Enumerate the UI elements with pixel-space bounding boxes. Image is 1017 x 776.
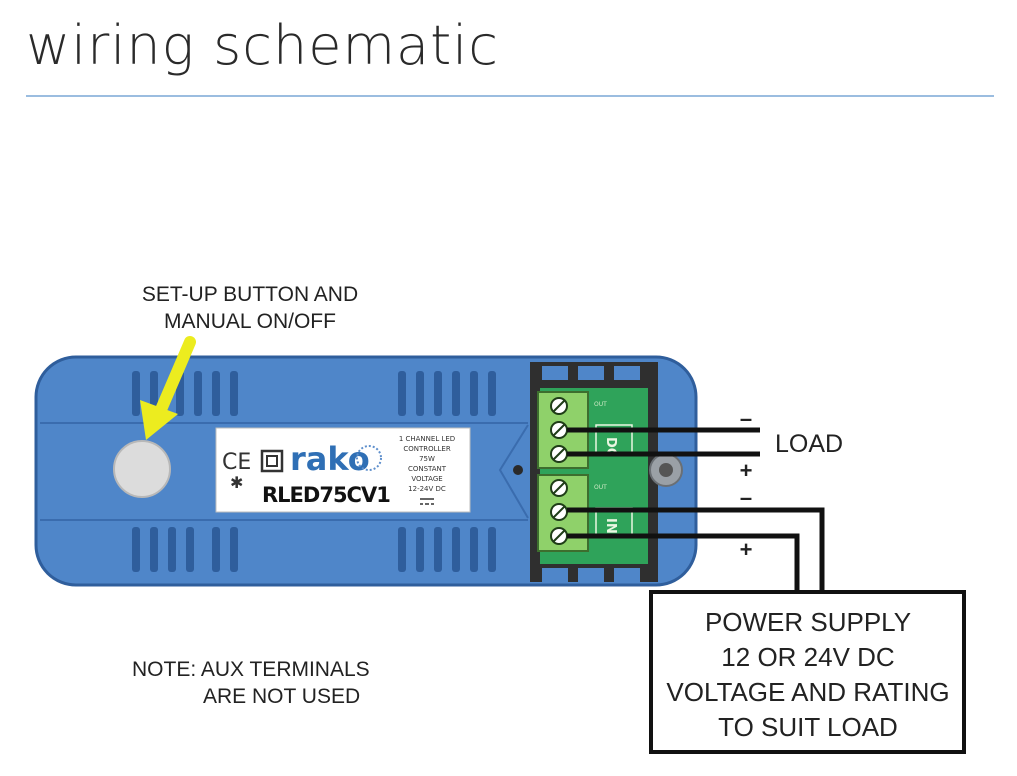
power-supply-line: POWER SUPPLY <box>705 607 911 637</box>
model-number: RLED75CV1 <box>262 483 390 507</box>
spec-line: 12-24V DC <box>408 485 446 493</box>
transformer-icon: ✱ <box>230 473 243 492</box>
screw-icon <box>550 445 568 463</box>
spec-line: 1 CHANNEL LED <box>399 435 455 443</box>
supply-wires <box>567 507 825 592</box>
terminal-tag: OUT <box>594 401 607 408</box>
screw-icon <box>550 397 568 415</box>
brand-burst-icon <box>356 445 382 471</box>
spec-line: CONTROLLER <box>403 445 451 453</box>
screw-icon <box>550 503 568 521</box>
screw-icon <box>550 527 568 545</box>
vent-slots <box>132 371 496 572</box>
supply-minus-label: – <box>740 485 752 510</box>
setup-callout-line1: SET-UP BUTTON AND <box>142 283 358 306</box>
load-wires <box>567 427 760 457</box>
title-divider <box>26 95 994 97</box>
spec-line: VOLTAGE <box>411 475 442 483</box>
page-title: wiring schematic <box>26 14 499 77</box>
spec-line: 75W <box>419 455 435 463</box>
load-plus-label: + <box>740 458 753 483</box>
note-line2: ARE NOT USED <box>203 685 360 708</box>
dc-symbol-icon <box>420 498 434 505</box>
setup-callout-line2: MANUAL ON/OFF <box>164 310 336 333</box>
power-supply-line: VOLTAGE AND RATING <box>666 677 949 707</box>
terminal-screws <box>550 397 568 545</box>
setup-button[interactable] <box>113 440 171 498</box>
mounting-post <box>649 453 683 487</box>
terminal-tag: OUT <box>594 484 607 491</box>
load-minus-label: – <box>740 406 752 431</box>
load-label: LOAD <box>775 430 843 458</box>
spec-line: CONSTANT <box>408 465 447 473</box>
double-insulation-icon <box>260 449 284 473</box>
device-label-plate: CE rako ✱ RLED75CV1 1 CHANNEL LED CONTRO… <box>215 427 471 513</box>
power-supply-line: 12 OR 24V DC <box>721 642 894 672</box>
spec-text: 1 CHANNEL LED CONTROLLER 75W CONSTANT VO… <box>399 435 455 493</box>
power-supply-line: TO SUIT LOAD <box>718 712 898 742</box>
power-supply-box: POWER SUPPLY 12 OR 24V DC VOLTAGE AND RA… <box>649 590 966 754</box>
screw-icon <box>550 421 568 439</box>
supply-plus-label: + <box>740 537 753 562</box>
arrow-icon <box>140 336 196 440</box>
ce-mark: CE <box>222 450 251 475</box>
note-line1: NOTE: AUX TERMINALS <box>132 658 370 681</box>
terminal-label-in: IN <box>603 518 618 534</box>
screw-icon <box>550 479 568 497</box>
screw-hole <box>513 465 523 475</box>
